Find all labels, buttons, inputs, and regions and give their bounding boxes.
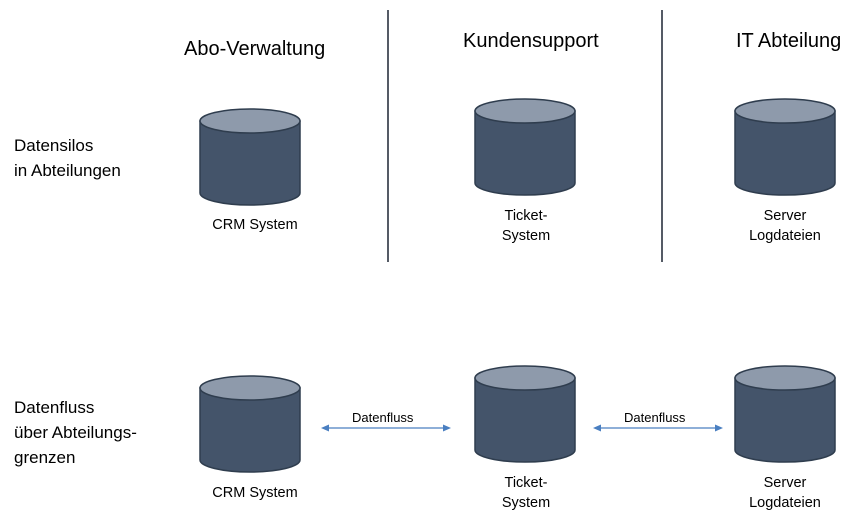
database-label-crm: CRM System (200, 483, 310, 503)
flow-label-ticket-server: Datenfluss (624, 410, 686, 425)
department-header-kundensupport: Kundensupport (463, 30, 599, 52)
database-label-crm: CRM System (200, 215, 310, 235)
database-label-server: Server Logdateien (730, 473, 840, 513)
database-label-line: System (501, 495, 551, 511)
database-cylinder-ticket-silo (474, 98, 576, 196)
database-cylinder-crm-flow (199, 375, 301, 473)
database-label-line: CRM System (212, 485, 298, 501)
row-label-line: grenzen (14, 448, 76, 467)
row-label-line: in Abteilungen (14, 161, 121, 180)
row-label-datensilos: Datensilos in Abteilungen (14, 133, 121, 183)
database-label-ticket: Ticket- System (471, 206, 581, 246)
flow-arrow-ticket-server (593, 424, 723, 432)
row-label-line: Datensilos (14, 136, 94, 155)
department-header-abo-verwaltung: Abo-Verwaltung (184, 38, 326, 60)
row-label-line: Datenfluss (14, 398, 95, 417)
database-label-server: Server Logdateien (730, 206, 840, 246)
department-divider (661, 10, 663, 262)
database-label-ticket: Ticket- System (471, 473, 581, 513)
flow-label-crm-ticket: Datenfluss (352, 410, 414, 425)
database-label-line: Ticket- (504, 208, 548, 224)
row-label-datenfluss: Datenfluss über Abteilungs- grenzen (14, 395, 137, 470)
database-label-line: System (501, 228, 551, 244)
database-label-line: Logdateien (749, 495, 821, 511)
database-cylinder-server-silo (734, 98, 836, 196)
database-label-line: Server (763, 475, 807, 491)
database-label-line: Ticket- (504, 475, 548, 491)
database-label-line: Server (763, 208, 807, 224)
flow-arrow-crm-ticket (321, 424, 451, 432)
database-cylinder-server-flow (734, 365, 836, 463)
database-cylinder-crm-silo (199, 108, 301, 206)
database-cylinder-ticket-flow (474, 365, 576, 463)
database-label-line: CRM System (212, 217, 298, 233)
department-divider (387, 10, 389, 262)
department-header-it-abteilung: IT Abteilung (736, 30, 842, 52)
database-label-line: Logdateien (749, 228, 821, 244)
row-label-line: über Abteilungs- (14, 423, 137, 442)
